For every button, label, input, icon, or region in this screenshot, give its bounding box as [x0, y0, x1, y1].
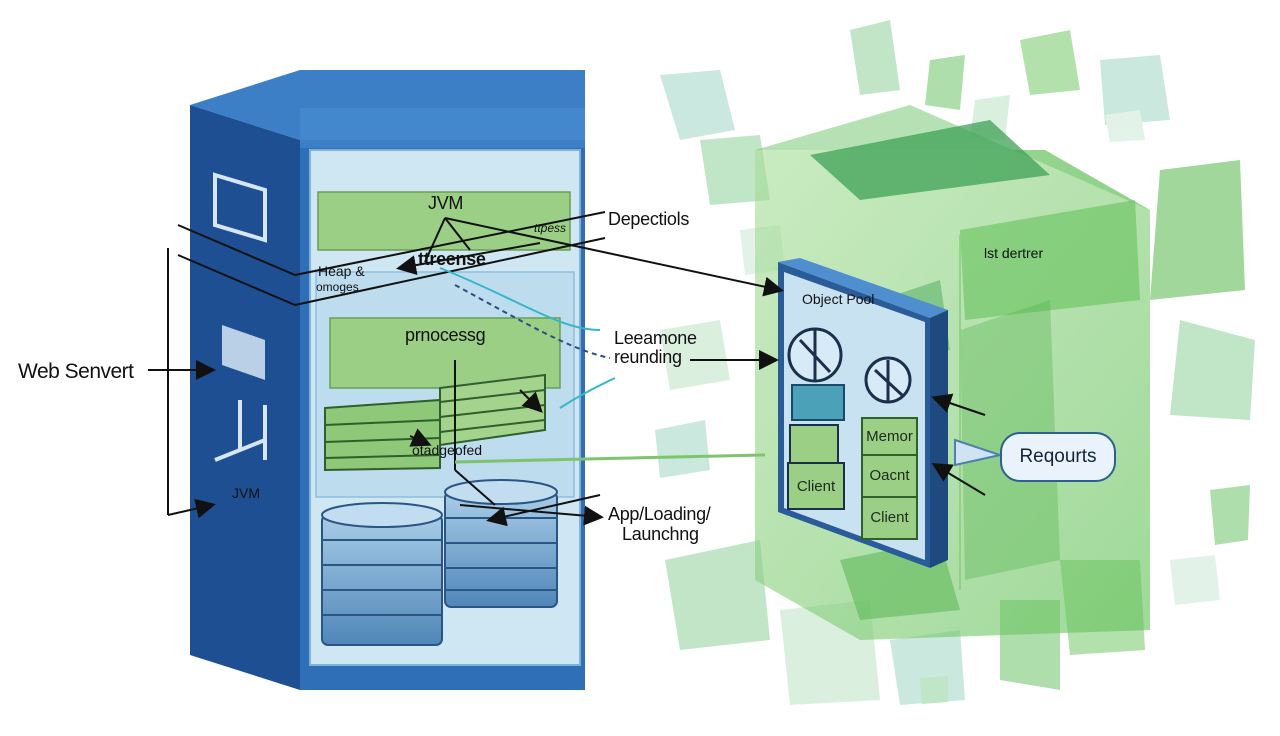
container-label: lst dertrer: [984, 245, 1044, 261]
web-server-tower: [190, 70, 585, 690]
learning-label-line2: reunding: [614, 347, 682, 367]
dependencies-label: Depectiols: [608, 209, 690, 229]
object-pool-label: Object Pool: [802, 291, 875, 307]
ttpess-label: ttpess: [534, 221, 567, 235]
web-server-label: Web Senvert: [18, 360, 134, 383]
oacnt-block-label: Oacnt: [869, 467, 910, 484]
app-loading-label-line2: Launchng: [622, 524, 699, 544]
ttreense-label: ttreense: [418, 249, 486, 269]
app-loading-label-line1: App/Loading/: [608, 504, 711, 524]
client-right-block-label: Client: [870, 509, 909, 526]
jvm-side-label: JVM: [232, 485, 260, 501]
requests-bubble: Reqourts: [1000, 432, 1116, 482]
object-pool-panel: [778, 258, 948, 568]
connectors: [148, 211, 986, 527]
orchestrated-label: otadgeofed: [412, 442, 483, 458]
learning-label-line1: Leeamone: [614, 328, 697, 348]
omoges-label: omoges: [316, 280, 359, 294]
accent-connectors: [439, 267, 1004, 467]
requests-label: Reqourts: [1019, 446, 1097, 467]
jvm-top-label: JVM: [428, 193, 464, 213]
green-container: [655, 20, 1255, 705]
client-left-block-label: Client: [796, 478, 836, 495]
memory-block-label: Memor: [866, 428, 913, 445]
processing-label: prnocessg: [405, 325, 486, 345]
heap-label: Heap &: [318, 263, 365, 279]
